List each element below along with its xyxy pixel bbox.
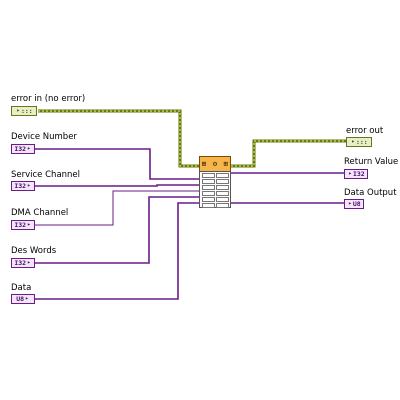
data-output-terminal[interactable]: ▸U8 [344, 199, 364, 209]
des-words-type: I32 [14, 259, 27, 267]
node-param-out-1 [216, 179, 229, 184]
service-channel-terminal[interactable]: I32▸ [11, 181, 35, 191]
call-library-node-body[interactable] [199, 171, 231, 208]
node-param-out-2 [216, 185, 229, 190]
return-value-label: Return Value [344, 157, 399, 167]
node-param-out-4 [216, 197, 229, 202]
service-channel-label: Service Channel [11, 170, 81, 180]
error-out-label: error out [346, 126, 384, 136]
data-label: Data [11, 283, 32, 293]
dma-channel-label: DMA Channel [11, 208, 69, 218]
node-icon-glyph-left: ⊞ [202, 160, 207, 168]
node-param-in-2 [202, 185, 215, 190]
node-param-out-0 [216, 173, 229, 178]
des-words-wire [35, 196, 200, 264]
dma-channel-terminal[interactable]: I32▸ [11, 220, 35, 230]
service-channel-wire [35, 184, 200, 187]
data-wire [35, 202, 200, 300]
des-words-label: Des Words [11, 246, 57, 256]
node-param-in-1 [202, 179, 215, 184]
node-param-in-3 [202, 191, 215, 196]
node-param-in-5 [202, 203, 215, 208]
error-in-terminal[interactable]: ▸::: [11, 106, 37, 116]
node-icon-glyph-center: ⚙ [212, 160, 218, 168]
return-value-type: I32 [352, 170, 365, 178]
node-param-in-4 [202, 197, 215, 202]
dma-channel-wire [35, 190, 200, 226]
data-terminal[interactable]: U8▸ [11, 294, 35, 304]
error-out-wire [231, 139, 346, 168]
device-number-wire [35, 148, 200, 180]
des-words-terminal[interactable]: I32▸ [11, 258, 35, 268]
node-param-out-5 [216, 203, 229, 208]
node-param-out-3 [216, 191, 229, 196]
node-param-in-0 [202, 173, 215, 178]
device-number-type: I32 [14, 145, 27, 153]
data-type: U8 [16, 295, 25, 303]
error-in-label: error in (no error) [11, 94, 86, 104]
node-icon-glyph-right: ⊞ [223, 160, 228, 168]
return-value-terminal[interactable]: ▸I32 [344, 169, 368, 179]
data-output-label: Data Output [344, 188, 397, 198]
error-in-wire [38, 109, 200, 168]
error-out-terminal[interactable]: ▸::: [346, 137, 372, 147]
device-number-terminal[interactable]: I32▸ [11, 144, 35, 154]
device-number-label: Device Number [11, 132, 77, 142]
dma-channel-type: I32 [14, 221, 27, 229]
call-library-node-icon[interactable]: ⊞ ⚙ ⊞ [199, 156, 231, 172]
data-output-type: U8 [352, 200, 361, 208]
service-channel-type: I32 [14, 182, 27, 190]
